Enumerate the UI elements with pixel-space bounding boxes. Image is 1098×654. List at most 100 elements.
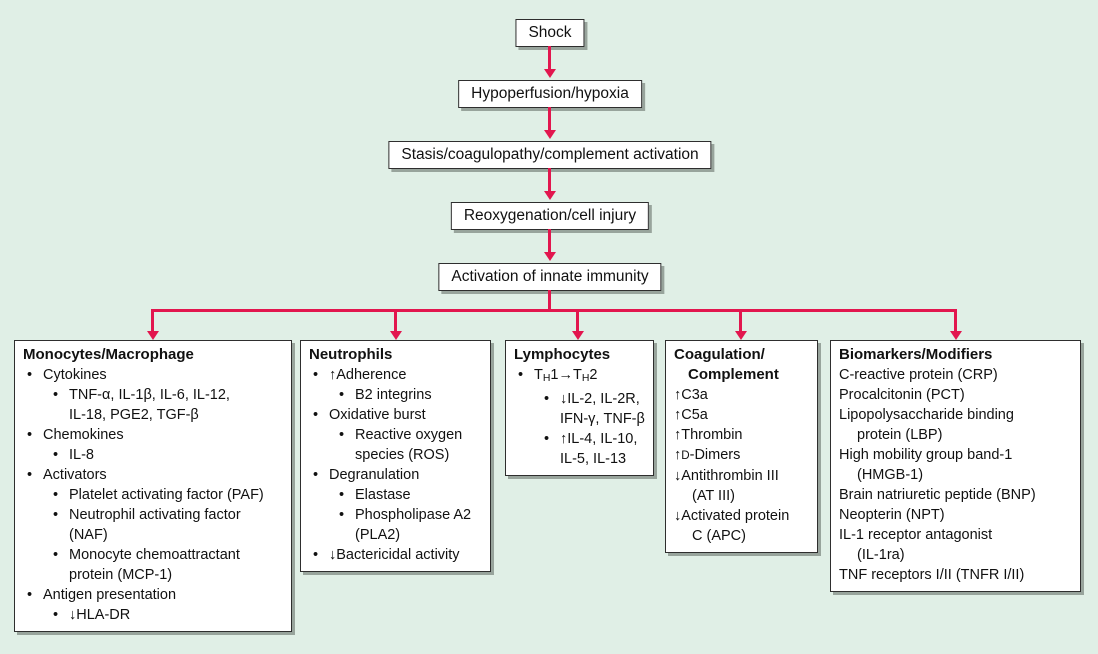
down-arrow-shaft — [548, 46, 551, 70]
branch-line: • Antigen presentation — [21, 585, 285, 605]
branch-drop-shaft — [151, 309, 154, 332]
branch-line-text: ↓Antithrombin III — [674, 468, 779, 484]
branch-line-text: IFN-γ, TNF-β — [560, 410, 645, 427]
branch-line-text: ↑IL-4, IL-10, — [560, 430, 638, 447]
bullet-icon: • — [339, 427, 345, 443]
branch-line: (AT III) — [672, 486, 811, 506]
branch-line-text: TNF receptors I/II (TNFR I/II) — [839, 567, 1025, 583]
branch-line-text: Platelet activating factor (PAF) — [69, 487, 264, 503]
branch-drop-shaft — [739, 309, 742, 332]
branch-line: • ↓HLA-DR — [21, 605, 285, 625]
branch-line-text: species (ROS) — [355, 447, 450, 463]
branch-line-text: C (APC) — [692, 528, 746, 544]
bullet-icon: • — [313, 467, 319, 483]
branch-title-line: Neutrophils — [309, 346, 393, 363]
branch-line: •Oxidative burst — [307, 405, 484, 425]
flow-box-stasis: Stasis/coagulopathy/complement activatio… — [388, 141, 712, 169]
branch-body: C-reactive protein (CRP)Procalcitonin (P… — [837, 365, 1074, 585]
branch-line: ↓Activated protein — [672, 506, 811, 526]
branch-line-text: TH1→TH2 — [534, 367, 598, 384]
branch-line: species (ROS) — [307, 445, 484, 465]
branch-line: IL-5, IL-13 — [512, 449, 647, 469]
branch-drop-head — [390, 331, 402, 340]
bullet-icon: • — [544, 390, 550, 407]
branch-line: • Cytokines — [21, 365, 285, 385]
flow-box-shock: Shock — [515, 19, 585, 47]
bullet-icon: • — [544, 430, 550, 447]
branch-line: • ↑IL-4, IL-10, — [512, 429, 647, 449]
branch-line-text: Cytokines — [43, 367, 107, 383]
branch-body: • Cytokines • TNF-α, IL-1β, IL-6, IL-12, IL-… — [21, 365, 285, 625]
bullet-icon: • — [53, 387, 59, 403]
branch-line-text: Neutrophil activating factor — [69, 507, 241, 523]
branch-line-text: (IL-1ra) — [857, 547, 905, 563]
branch-line: protein (MCP-1) — [21, 565, 285, 585]
branch-title-line: Coagulation/ — [674, 346, 765, 363]
branch-line: •↓Bactericidal activity — [307, 545, 484, 565]
down-arrow-shaft — [548, 168, 551, 192]
branch-line: •Reactive oxygen — [307, 425, 484, 445]
branch-line: ↓Antithrombin III — [672, 466, 811, 486]
branch-box-coagulation-complement: Coagulation/Complement ↑C3a↑C5a↑Thrombin… — [665, 340, 818, 553]
branch-line: ↑C3a — [672, 385, 811, 405]
branch-line: ↑D-Dimers — [672, 445, 811, 466]
branch-title-line: Biomarkers/Modifiers — [839, 346, 993, 363]
branch-line-text: Chemokines — [43, 427, 124, 443]
branch-line-text: Phospholipase A2 — [355, 507, 472, 523]
branch-line-text: Neopterin (NPT) — [839, 507, 945, 523]
branch-line-text: TNF-α, IL-1β, IL-6, IL-12, — [69, 387, 230, 403]
branch-line-text: Activators — [43, 467, 107, 483]
branch-line-text: protein (MCP-1) — [69, 567, 173, 583]
bullet-icon: • — [53, 447, 59, 463]
bullet-icon: • — [27, 367, 33, 383]
branch-line-text: ↑Adherence — [329, 367, 407, 383]
branch-line-text: High mobility group band-1 — [839, 447, 1013, 463]
bullet-icon: • — [313, 547, 319, 563]
branch-title: Lymphocytes — [512, 345, 647, 365]
branch-line-text: Monocyte chemoattractant — [69, 547, 240, 563]
branch-line: (IL-1ra) — [837, 545, 1074, 565]
bullet-icon: • — [53, 607, 59, 623]
bullet-icon: • — [27, 587, 33, 603]
branch-drop-head — [950, 331, 962, 340]
branch-line-text: IL-18, PGE2, TGF-β — [69, 407, 199, 423]
branch-line-text: Antigen presentation — [43, 587, 177, 603]
branch-drop-head — [735, 331, 747, 340]
branch-line-text: ↑C5a — [674, 407, 708, 423]
bullet-icon: • — [53, 507, 59, 523]
bullet-icon: • — [53, 487, 59, 503]
branch-stem-line — [548, 290, 551, 312]
branch-line-text: (AT III) — [692, 488, 735, 504]
branch-line: •IL-8 — [21, 445, 285, 465]
branch-line: •Elastase — [307, 485, 484, 505]
branch-line: C (APC) — [672, 526, 811, 546]
branch-line-text: ↓HLA-DR — [69, 607, 131, 623]
branch-line-text: Brain natriuretic peptide (BNP) — [839, 487, 1036, 503]
branch-line-text: ↓Activated protein — [674, 508, 790, 524]
branch-line-text: C-reactive protein (CRP) — [839, 367, 998, 383]
branch-line-text: Lipopolysaccharide binding — [839, 407, 1014, 423]
branch-line-text: Elastase — [355, 487, 411, 503]
branch-line-text: Oxidative burst — [329, 407, 426, 423]
bullet-icon: • — [27, 467, 33, 483]
branch-drop-head — [147, 331, 159, 340]
branch-title: Biomarkers/Modifiers — [837, 345, 1074, 365]
branch-body: •TH1→TH2•↓IL-2, IL-2R,IFN-γ, TNF-β•↑IL-4… — [512, 365, 647, 469]
bullet-icon: • — [339, 387, 345, 403]
branch-line: C-reactive protein (CRP) — [837, 365, 1074, 385]
branch-box-monocytes-macrophage: Monocytes/Macrophage •Cytokines•TNF-α, I… — [14, 340, 292, 632]
branch-line-text: IL-1 receptor antagonist — [839, 527, 993, 543]
down-arrow-shaft — [548, 229, 551, 253]
branch-box-biomarkers-modifiers: Biomarkers/Modifiers C-reactive protein … — [830, 340, 1081, 592]
bullet-icon: • — [518, 367, 524, 383]
branch-body: •↑Adherence•B2 integrins•Oxidative burst… — [307, 365, 484, 565]
branch-line: IFN-γ, TNF-β — [512, 409, 647, 429]
down-arrow-head — [544, 69, 556, 78]
branch-line: Neopterin (NPT) — [837, 505, 1074, 525]
branch-line-text: (PLA2) — [355, 527, 401, 543]
branch-line: (HMGB-1) — [837, 465, 1074, 485]
branch-line: •↑Adherence — [307, 365, 484, 385]
branch-line: Brain natriuretic peptide (BNP) — [837, 485, 1074, 505]
branch-line: • Neutrophil activating factor — [21, 505, 285, 525]
